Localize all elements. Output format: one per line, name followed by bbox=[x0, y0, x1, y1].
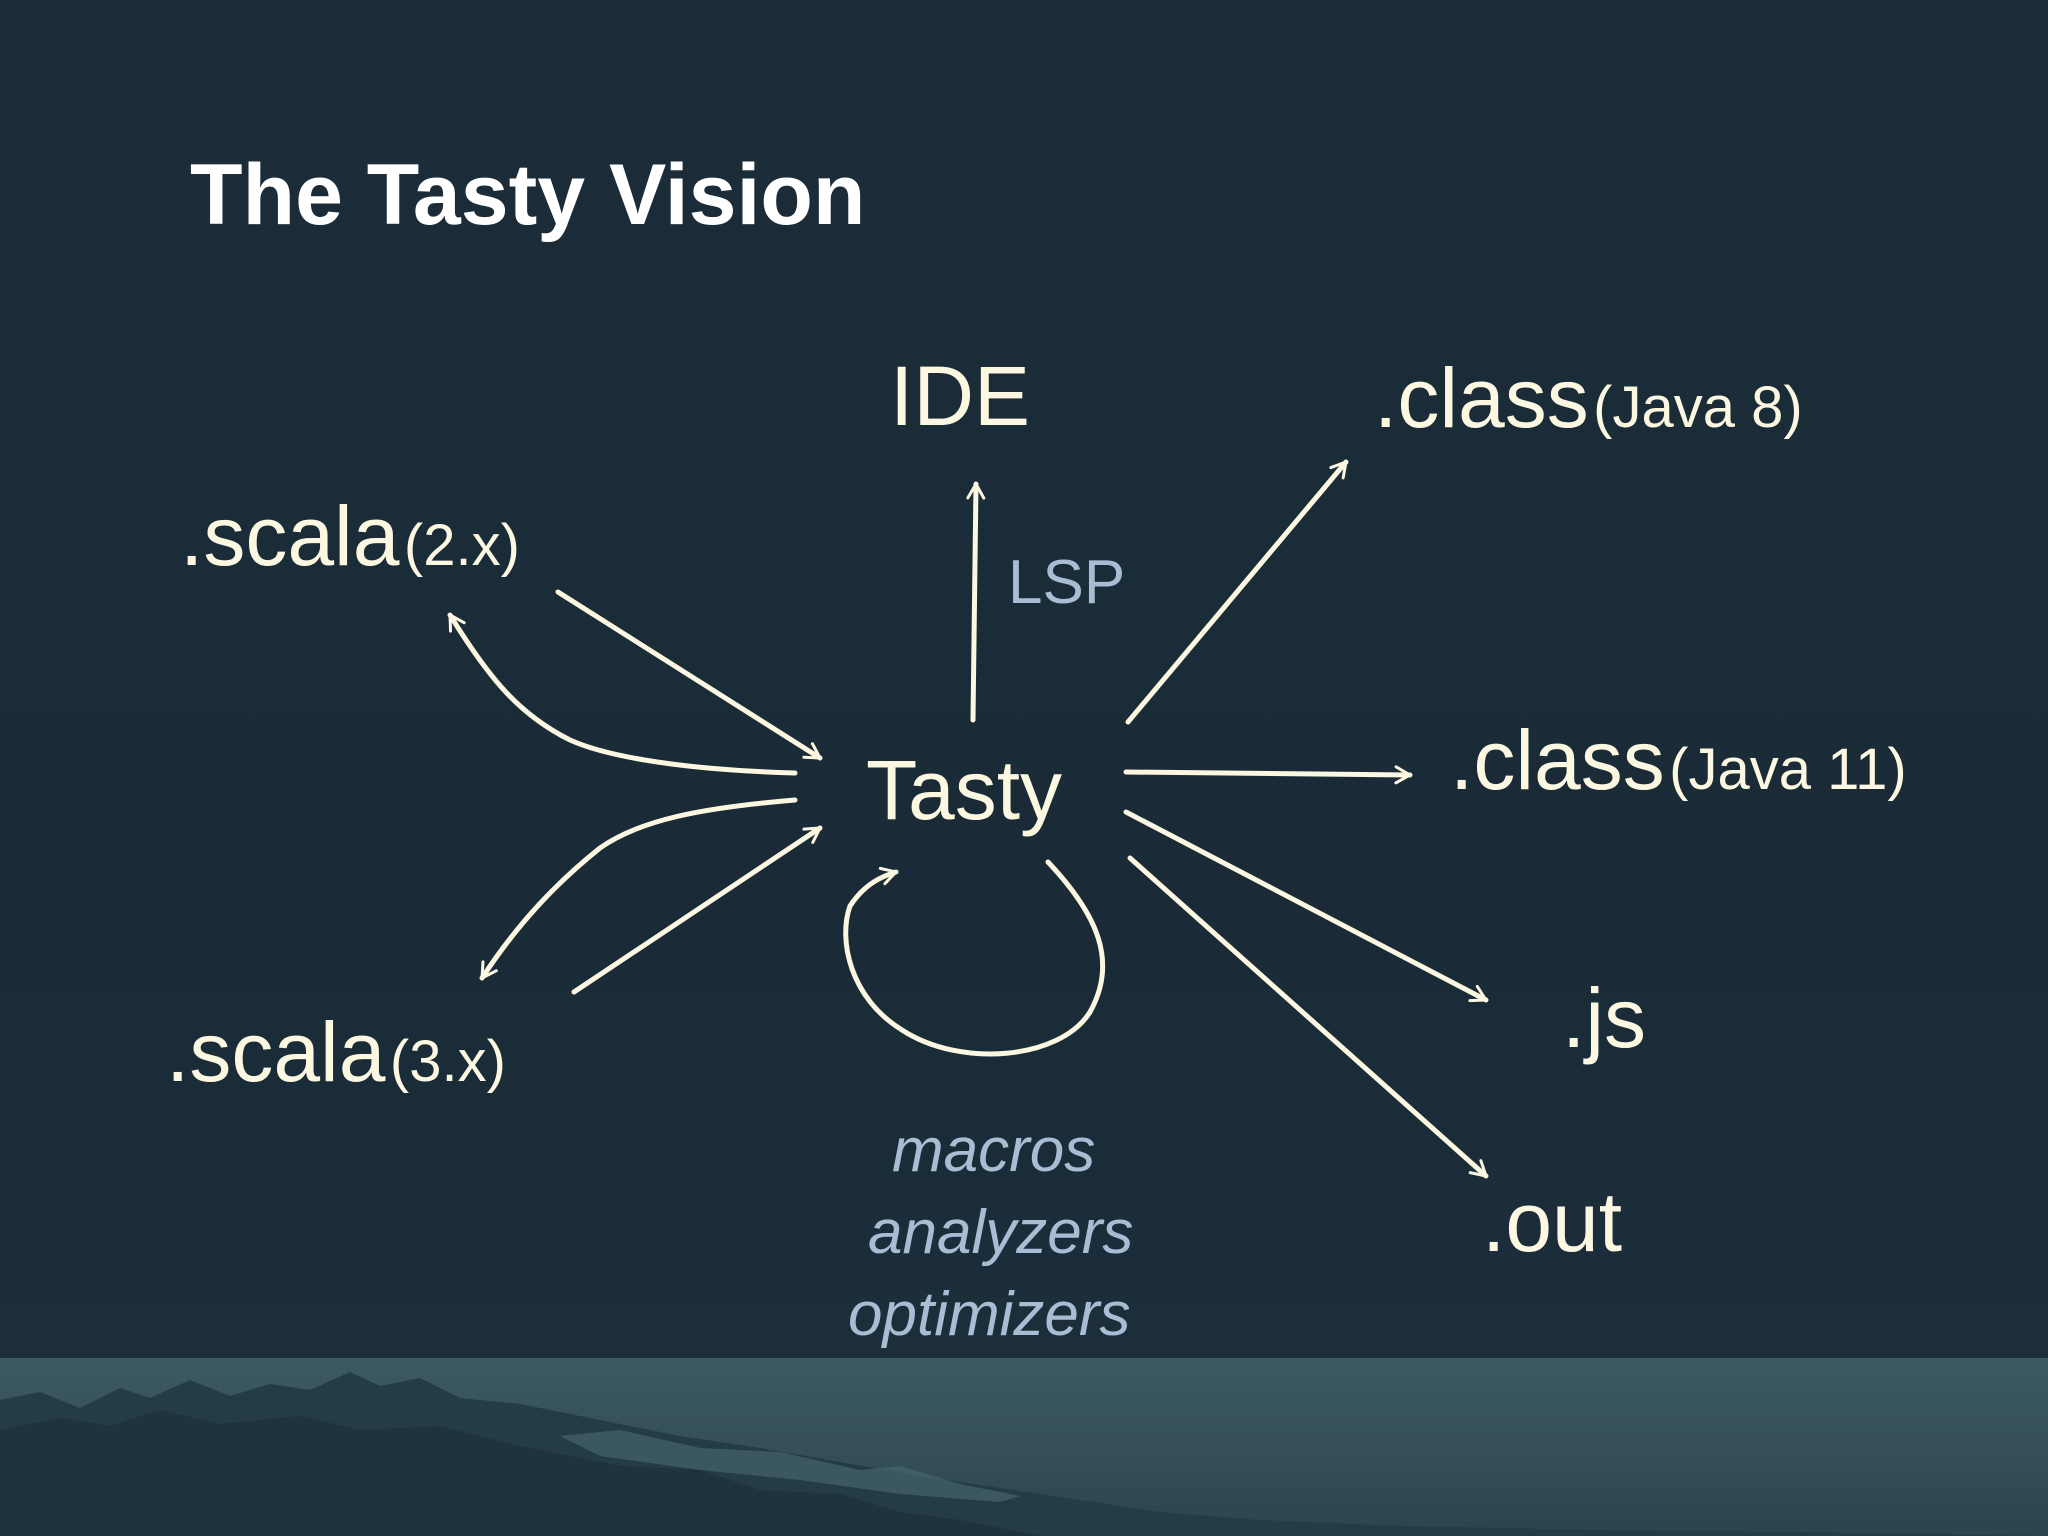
source-scala-2x-name: .scala bbox=[180, 489, 400, 583]
source-scala-3x-name: .scala bbox=[166, 1005, 386, 1099]
loop-label-macros: macros bbox=[892, 1116, 1096, 1185]
arrow-tasty-to-scala2 bbox=[447, 612, 798, 776]
target-out: .out bbox=[1482, 1175, 1623, 1269]
target-class-java11: .class (Java 11) bbox=[1450, 718, 1907, 802]
arrow-scala2-to-tasty bbox=[555, 589, 823, 761]
arrow-tasty-self-loop bbox=[843, 859, 1106, 1057]
arrow-tasty-to-ide bbox=[966, 481, 986, 723]
arrow-tasty-to-class11 bbox=[1123, 765, 1413, 785]
arrow-scala3-to-tasty bbox=[571, 825, 823, 995]
source-scala-2x-version: (2.x) bbox=[403, 513, 520, 578]
source-scala-2x: .scala (2.x) bbox=[180, 494, 520, 578]
source-scala-3x: .scala (3.x) bbox=[166, 1010, 506, 1094]
arrow-tasty-to-scala3 bbox=[479, 797, 798, 981]
slide-title: The Tasty Vision bbox=[190, 147, 866, 243]
tasty-node: Tasty bbox=[866, 743, 1063, 837]
target-js: .js bbox=[1562, 971, 1646, 1065]
target-class-java8-version: (Java 8) bbox=[1593, 375, 1803, 440]
target-class-java11-version: (Java 11) bbox=[1669, 737, 1907, 802]
target-class-java11-name: .class bbox=[1450, 713, 1665, 807]
target-class-java8-name: .class bbox=[1374, 351, 1589, 445]
arrow-tasty-to-class8 bbox=[1125, 459, 1349, 725]
source-scala-3x-version: (3.x) bbox=[389, 1029, 506, 1094]
arrow-tasty-to-out bbox=[1127, 855, 1489, 1179]
loop-label-optimizers: optimizers bbox=[848, 1280, 1131, 1349]
lsp-label: LSP bbox=[1008, 548, 1126, 617]
arrow-tasty-to-js bbox=[1123, 809, 1489, 1003]
loop-label-analyzers: analyzers bbox=[868, 1198, 1134, 1267]
target-class-java8: .class (Java 8) bbox=[1374, 356, 1803, 440]
ide-node: IDE bbox=[890, 349, 1031, 443]
